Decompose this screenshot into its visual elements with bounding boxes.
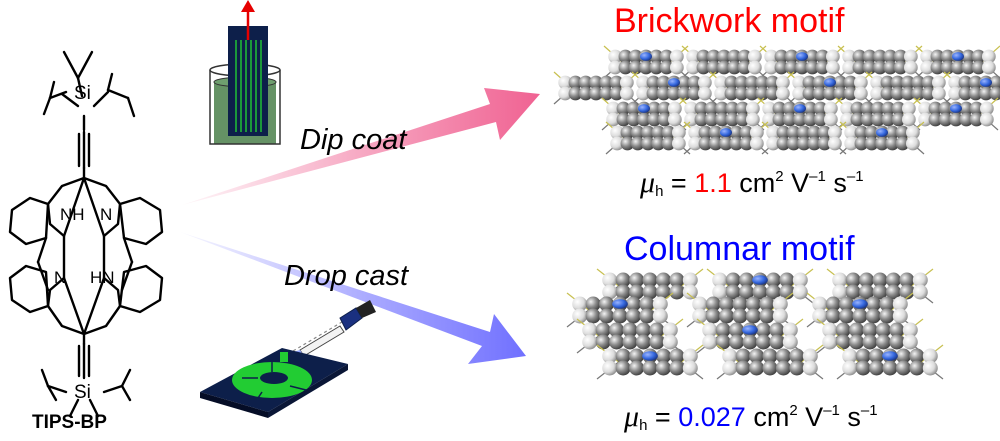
packed-molecule — [787, 71, 873, 105]
packed-molecule — [915, 45, 1000, 79]
packed-molecule — [759, 45, 845, 79]
mobility-equals: = — [654, 402, 671, 432]
packed-molecule — [716, 344, 824, 380]
packed-molecule — [836, 344, 944, 380]
packed-molecule — [865, 71, 951, 105]
dip-coat-arrow — [182, 88, 540, 205]
unit-v-exponent: –1 — [809, 168, 826, 185]
brickwork-motif-title: Brickwork motif — [614, 2, 845, 40]
packed-molecule — [601, 97, 687, 131]
method-label-dip-coat: Dip coat — [300, 124, 407, 156]
unit-v-exponent: –1 — [823, 402, 840, 419]
packed-molecule — [686, 292, 794, 328]
packed-molecule — [681, 45, 767, 79]
mobility-subscript: h — [639, 417, 648, 434]
columnar-motif-title: Columnar motif — [624, 230, 855, 268]
columnar-mobility-value: 0.027 — [678, 402, 746, 432]
packed-molecule — [913, 97, 999, 131]
packed-molecule — [706, 268, 814, 304]
packed-molecule — [943, 71, 1000, 105]
packed-molecule — [683, 121, 769, 155]
packed-molecule — [839, 121, 925, 155]
packed-molecule — [679, 97, 765, 131]
columnar-packing-image — [566, 268, 944, 380]
atom-label-hn: HN — [90, 268, 115, 287]
substrate-film-icon — [200, 348, 348, 418]
mobility-symbol: μ — [624, 400, 640, 433]
packed-molecule — [709, 71, 795, 105]
atom-label-si-bottom: Si — [74, 382, 91, 403]
brickwork-mobility-value: 1.1 — [694, 168, 732, 198]
packed-molecule — [596, 344, 704, 380]
mobility-subscript: h — [655, 183, 664, 200]
mobility-equals: = — [670, 168, 687, 198]
unit-s-exponent: –1 — [860, 402, 878, 419]
columnar-mobility: μh = 0.027 cm2 V–1 s–1 — [624, 396, 878, 441]
unit-v: V — [805, 402, 824, 432]
packed-molecule — [696, 318, 804, 354]
packed-molecule — [603, 45, 689, 79]
unit-s: s — [847, 402, 861, 432]
packed-molecule — [566, 292, 674, 328]
unit-cm: cm — [753, 402, 790, 432]
drop-cast-arrow — [180, 232, 526, 364]
packed-molecule — [553, 71, 639, 105]
brickwork-mobility: μh = 1.1 cm2 V–1 s–1 — [640, 162, 864, 207]
packed-molecule — [806, 292, 914, 328]
packed-molecule — [837, 45, 923, 79]
packed-molecule — [576, 318, 684, 354]
unit-cm: cm — [739, 168, 776, 198]
atom-label-n-left: N — [54, 268, 67, 287]
dip-coater-icon — [209, 0, 281, 145]
atom-label-si-top: Si — [74, 83, 91, 104]
atom-label-n-right: N — [100, 205, 113, 224]
unit-cm-exponent: 2 — [775, 168, 784, 185]
packed-molecule — [631, 71, 717, 105]
unit-v: V — [791, 168, 810, 198]
packed-molecule — [835, 97, 921, 131]
unit-s: s — [833, 168, 847, 198]
atom-label-nh: NH — [60, 205, 85, 224]
packed-molecule — [816, 318, 924, 354]
compound-name: TIPS-BP — [32, 412, 107, 433]
mobility-symbol: μ — [640, 166, 656, 199]
unit-s-exponent: –1 — [846, 168, 864, 185]
unit-cm-exponent: 2 — [789, 402, 798, 419]
packed-molecule — [596, 268, 704, 304]
packed-molecule — [757, 97, 843, 131]
brickwork-packing-image — [553, 45, 1000, 155]
packed-molecule — [605, 121, 691, 155]
method-label-drop-cast: Drop cast — [284, 260, 409, 292]
packed-molecule — [761, 121, 847, 155]
packed-molecule — [826, 268, 934, 304]
molecule-structure-icon — [8, 50, 164, 418]
